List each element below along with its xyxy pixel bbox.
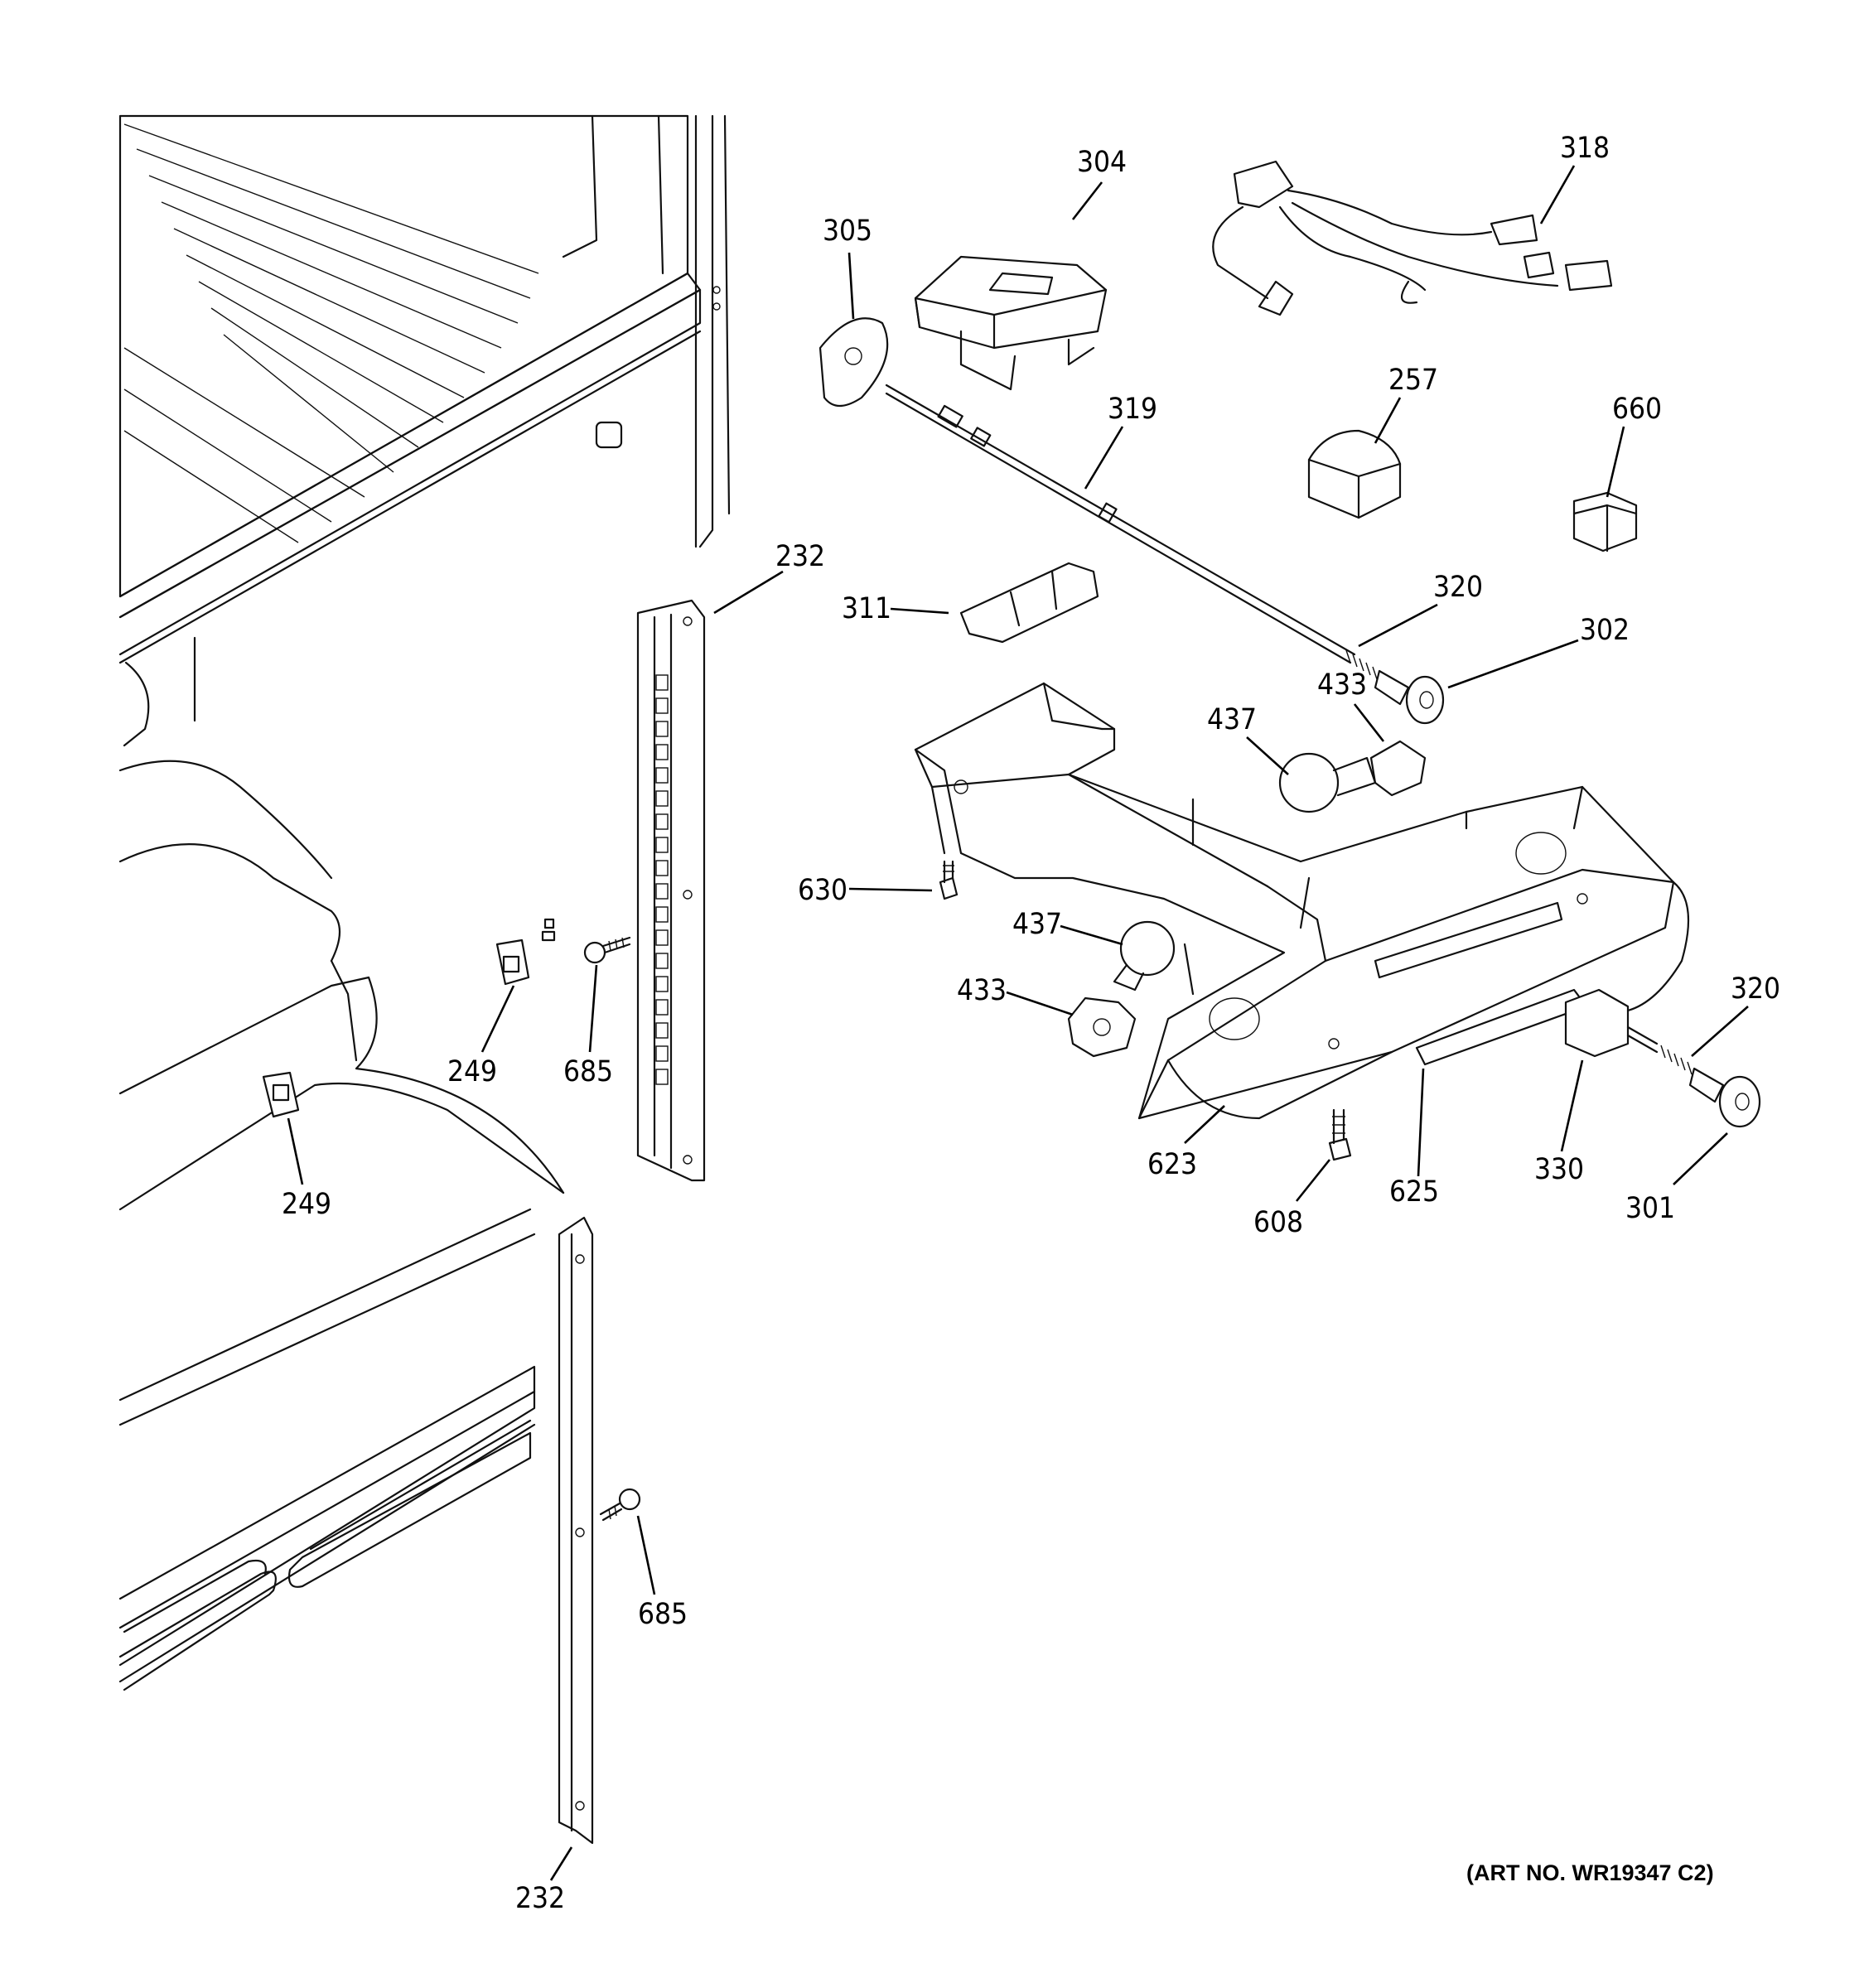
shelf-support-mid [495,918,556,986]
callout-608: 608 [1253,1206,1303,1239]
wire-harness-318 [1212,160,1613,316]
leader-lines [287,165,1749,1881]
callout-685-mid: 685 [563,1055,613,1088]
callout-249-left: 249 [282,1188,331,1221]
bulb-437-mid [1113,920,1176,992]
screw-685-low [599,1488,641,1522]
screw-685-mid [583,936,631,964]
callout-330: 330 [1534,1153,1584,1186]
cover-304 [914,255,1108,391]
callout-685-low: 685 [638,1598,688,1631]
callout-433-top: 433 [1317,668,1367,702]
cabinet-interior [118,330,702,1426]
callout-320-top: 320 [1433,571,1483,604]
callout-257: 257 [1388,364,1438,397]
callout-302: 302 [1580,614,1630,647]
callout-304: 304 [1077,146,1127,179]
callout-433-mid: 433 [957,974,1007,1007]
shelf-support-left [262,1071,300,1118]
socket-433-mid [1067,996,1137,1058]
crisper-drawer-rail [118,1365,536,1691]
callout-311: 311 [842,592,891,625]
callout-labels: 304 318 305 319 257 660 232 311 320 302 … [282,132,1780,1915]
callout-437-top: 437 [1207,703,1257,736]
callout-232-top: 232 [775,540,825,573]
callout-318: 318 [1560,132,1610,165]
callout-623: 623 [1147,1148,1197,1181]
spring-320-top [1345,649,1378,680]
control-housing-623 [914,682,1675,1120]
callout-232-bottom: 232 [515,1882,565,1915]
cabinet-side-wall [694,114,731,548]
cover-311 [959,562,1099,644]
knob-302 [1374,669,1445,725]
screw-608 [1328,1108,1352,1161]
thermostat-330 [1564,881,1690,1058]
callout-319: 319 [1108,393,1157,426]
bulb-437-top [1278,752,1377,813]
callout-301: 301 [1625,1192,1675,1225]
shelf-rail-lower [558,1216,594,1845]
art-number: (ART NO. WR19347 C2) [1466,1860,1714,1885]
freezer-shelf [118,114,702,656]
rod-319 [885,384,1356,664]
switch-660 [1572,491,1638,552]
callout-249-mid: 249 [447,1055,497,1088]
shelf-rail-upper [636,599,706,1182]
actuator-305 [819,317,889,408]
callout-630: 630 [798,874,847,907]
callout-625: 625 [1389,1175,1439,1209]
socket-433-top [1369,740,1427,797]
callout-437-mid: 437 [1012,908,1062,941]
knob-301 [1688,1067,1761,1128]
spring-320-right [1660,1045,1693,1075]
callout-660: 660 [1612,393,1662,426]
screw-630 [939,860,959,900]
callout-305: 305 [823,215,872,248]
damper-257 [1307,429,1402,519]
callout-320-right: 320 [1731,972,1780,1006]
